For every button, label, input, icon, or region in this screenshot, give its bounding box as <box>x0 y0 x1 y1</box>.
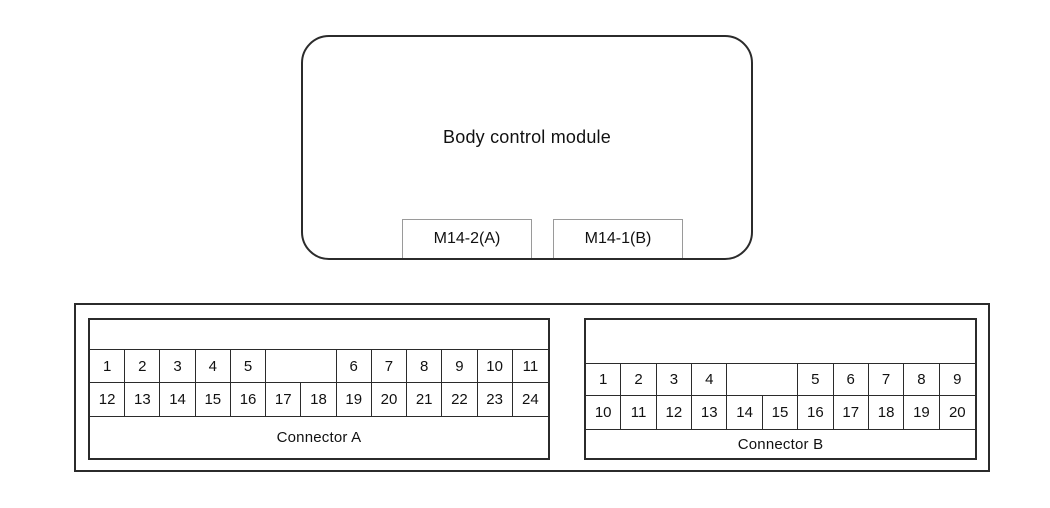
pin-cell-4: 4 <box>196 350 231 382</box>
connector-a-name: Connector A <box>90 416 548 458</box>
pin-cell-17: 17 <box>834 396 869 429</box>
pin-cell-18: 18 <box>869 396 905 429</box>
connector-b-header-strip <box>586 320 975 363</box>
pin-cell-14: 14 <box>727 396 763 429</box>
pin-cell-14: 14 <box>160 383 196 416</box>
pin-cell-23: 23 <box>478 383 513 416</box>
pin-cell-11: 11 <box>522 357 539 375</box>
body-control-module-box: Body control module M14-2(A) M14-1(B) <box>301 35 753 260</box>
pin-cell-15: 15 <box>763 396 799 429</box>
pin-cell-24: 24 <box>522 391 539 408</box>
pin-cell-9: 9 <box>953 371 962 388</box>
connector-a-header-strip <box>90 320 548 349</box>
pin-cell-7: 7 <box>869 364 905 395</box>
pin-cell-2: 2 <box>621 364 657 395</box>
pin-cell-10: 10 <box>478 350 513 382</box>
pin-gap-cell <box>266 350 337 382</box>
module-title: Body control module <box>443 127 611 147</box>
pin-cell-2: 2 <box>125 350 161 382</box>
pin-cell-4: 4 <box>692 364 728 395</box>
pin-cell-9: 9 <box>442 350 478 382</box>
pin-cell-7: 7 <box>372 350 408 382</box>
pin-cell-20: 20 <box>372 383 408 416</box>
pin-cell-1: 1 <box>586 364 622 395</box>
connector-b-name: Connector B <box>586 429 975 458</box>
pin-cell-11: 11 <box>621 396 657 429</box>
connector-tag-m14-1b: M14-1(B) <box>553 219 683 258</box>
pin-cell-3: 3 <box>160 350 196 382</box>
pin-cell-22: 22 <box>442 383 478 416</box>
pin-cell-6: 6 <box>337 350 372 382</box>
pin-cell-8: 8 <box>407 350 443 382</box>
pin-cell-13: 13 <box>125 383 161 416</box>
pin-cell-17: 17 <box>266 383 302 416</box>
pin-cell-5: 5 <box>231 350 267 382</box>
pin-cell-3: 3 <box>657 364 693 395</box>
connector-tag-label: M14-2(A) <box>433 230 501 247</box>
connector-tag-m14-2a: M14-2(A) <box>402 219 532 258</box>
pin-cell-12: 12 <box>657 396 693 429</box>
connector-tag-label: M14-1(B) <box>584 230 652 247</box>
pin-cell-1: 1 <box>90 350 126 382</box>
pin-gap-cell <box>727 364 799 395</box>
pin-cell-16: 16 <box>231 383 267 416</box>
pin-cell-8: 8 <box>904 364 940 395</box>
pin-cell-13: 13 <box>692 396 728 429</box>
pin-cell-12: 12 <box>90 383 126 416</box>
pin-cell-19: 19 <box>337 383 372 416</box>
pin-cell-5: 5 <box>798 364 834 395</box>
pin-cell-10: 10 <box>586 396 622 429</box>
pin-cell-18: 18 <box>301 383 337 416</box>
pin-cell-15: 15 <box>196 383 231 416</box>
pin-cell-21: 21 <box>407 383 443 416</box>
pin-cell-20: 20 <box>948 404 966 421</box>
pin-cell-6: 6 <box>834 364 869 395</box>
pin-cell-19: 19 <box>904 396 940 429</box>
pin-cell-16: 16 <box>798 396 834 429</box>
